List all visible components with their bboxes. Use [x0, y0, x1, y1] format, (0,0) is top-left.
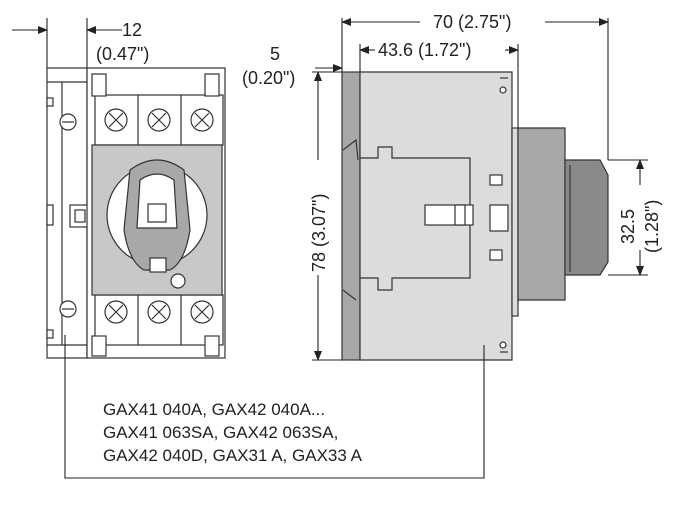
knob-profile	[517, 127, 566, 301]
dim-32: 32.5	[618, 209, 638, 244]
dim-12-in: (0.47")	[96, 44, 149, 64]
dim-5-in: (0.20")	[242, 68, 295, 88]
side-view: 70 (2.75") 43.6 (1.72") 5 (0.20") 78 (3.…	[242, 12, 662, 361]
caption-line-1: GAX41 040A, GAX42 040A...	[103, 400, 325, 419]
rail-clip	[341, 71, 361, 361]
dim-70: 70 (2.75")	[433, 12, 511, 32]
terminal-screws-top	[104, 108, 214, 132]
caption-line-2: GAX41 063SA, GAX42 063SA,	[103, 423, 338, 442]
dim-43: 43.6 (1.72")	[378, 40, 471, 60]
dim-5: 5	[270, 44, 280, 64]
caption-line-3: GAX42 040D, GAX31 A, GAX33 A	[103, 446, 363, 465]
dim-78: 78 (3.07")	[309, 194, 329, 272]
knob-grip	[564, 159, 609, 276]
dim-12: 12	[122, 20, 142, 40]
terminal-screws-bottom	[104, 300, 214, 324]
front-view: 12 (0.47")	[12, 18, 226, 359]
padlock-ring-icon	[170, 273, 186, 289]
caption-bracket	[64, 335, 485, 479]
dim-32-in: (1.28")	[642, 200, 662, 253]
